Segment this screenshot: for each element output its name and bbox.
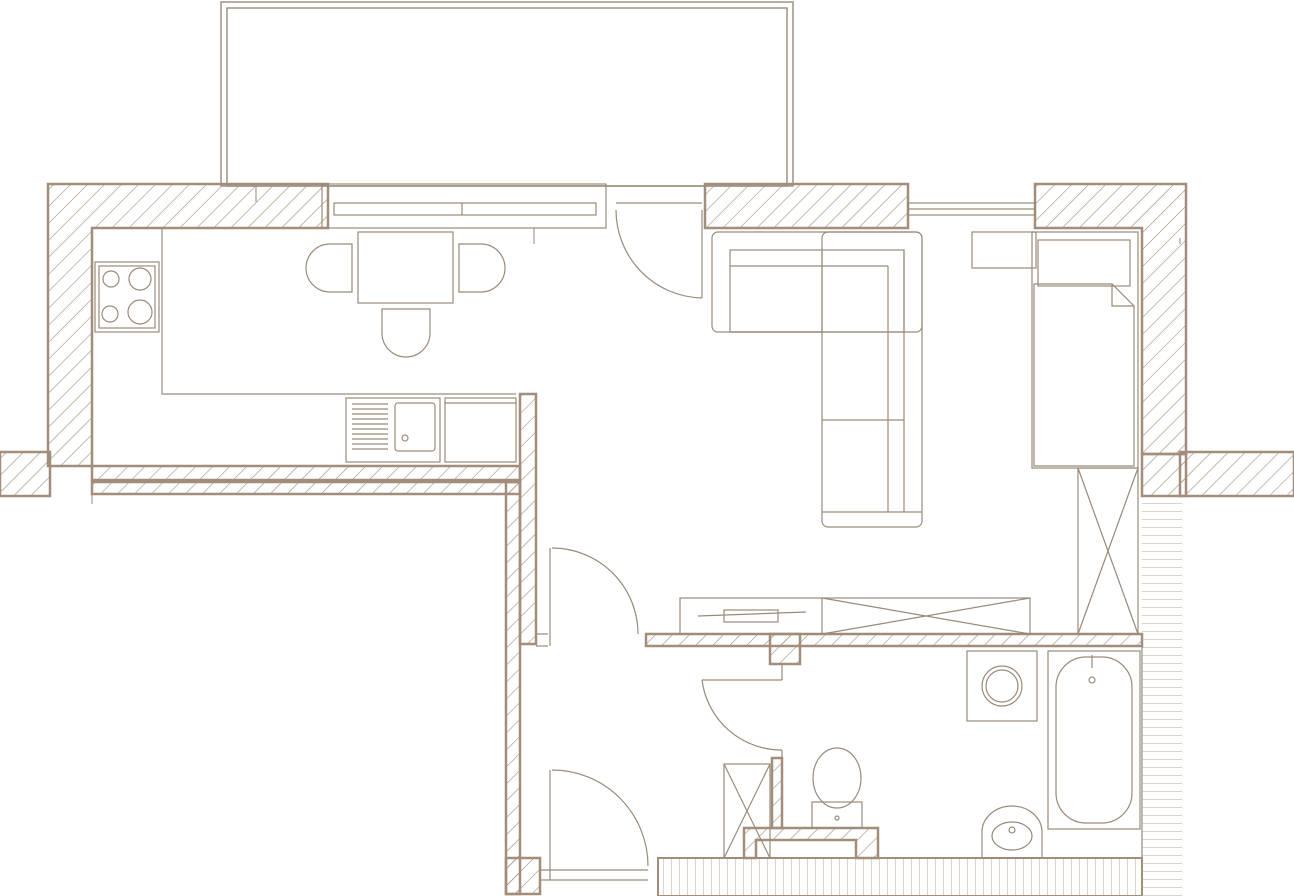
kitchen-sink-icon xyxy=(345,397,517,463)
interior-walls xyxy=(90,392,1144,896)
bathtub-icon xyxy=(1047,650,1141,830)
dining-set xyxy=(305,231,506,358)
bed-area xyxy=(971,231,1139,635)
chair-icon xyxy=(458,243,506,293)
wardrobe-icon xyxy=(1077,467,1139,635)
tick-marks xyxy=(91,186,1181,504)
chair-icon xyxy=(381,308,431,358)
balcony xyxy=(220,1,794,187)
hallway-doors[interactable] xyxy=(536,547,783,881)
kitchen xyxy=(92,227,517,463)
bottom-wall xyxy=(657,496,1182,896)
toilet-icon xyxy=(811,747,863,829)
single-bed-icon xyxy=(1031,231,1139,469)
dining-table-icon xyxy=(357,231,454,304)
windows xyxy=(321,183,1036,229)
corner-sofa-icon xyxy=(711,231,923,528)
exterior-walls xyxy=(0,182,1294,498)
shelf-unit xyxy=(679,597,1031,635)
chair-icon xyxy=(305,243,353,293)
washing-machine-icon xyxy=(966,650,1038,722)
bathroom xyxy=(811,646,1143,859)
cooktop-icon xyxy=(94,261,160,333)
balcony-door[interactable] xyxy=(615,202,703,299)
washbasin-icon xyxy=(981,805,1043,859)
